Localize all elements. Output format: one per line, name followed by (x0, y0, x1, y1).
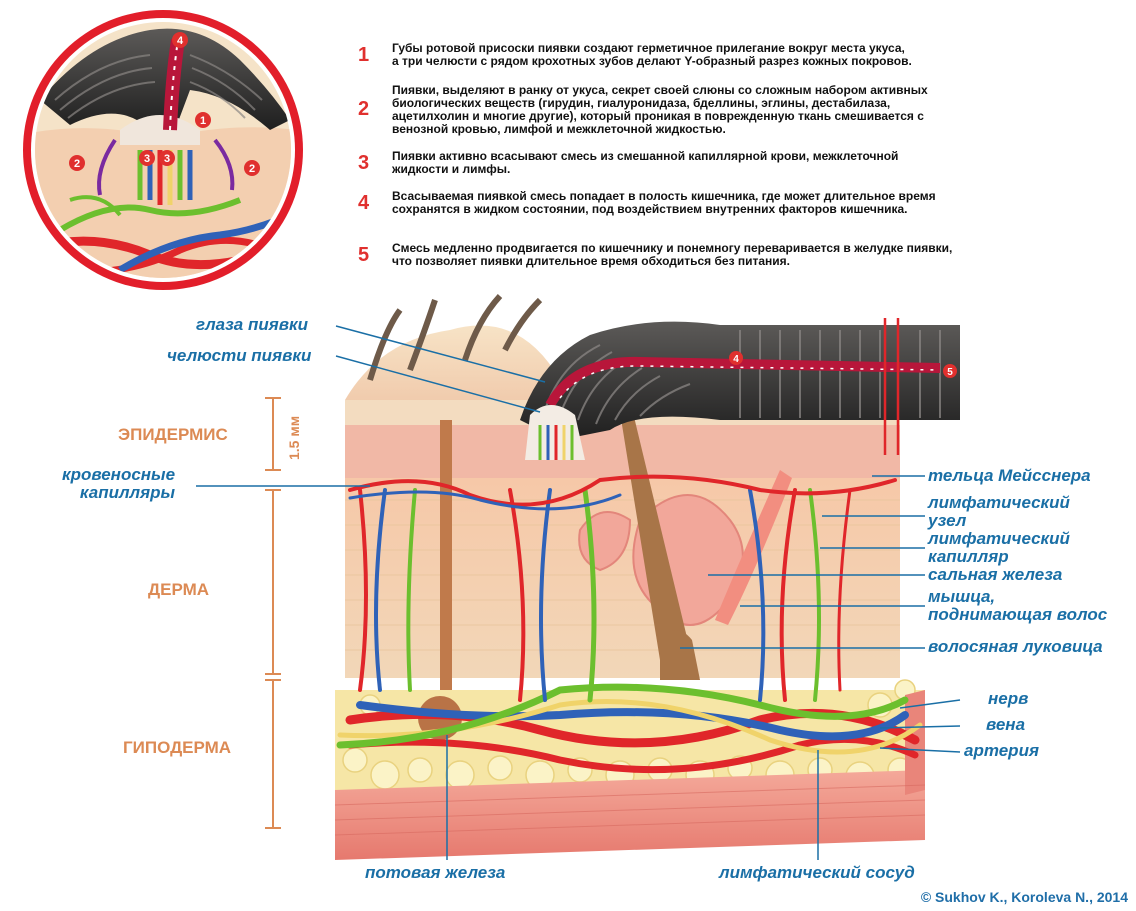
note-text: Смесь медленно продвигается по кишечнику… (392, 242, 1122, 268)
svg-text:1: 1 (200, 115, 206, 127)
label-vein: вена (986, 716, 1025, 734)
inset-marker-2b: 2 (244, 160, 260, 176)
layer-dermis: ДЕРМА (148, 580, 209, 600)
note-text: Пиявки, выделяют в ранку от укуса, секре… (392, 84, 1122, 136)
note-number: 3 (358, 152, 382, 175)
inset-marker-3b: 3 (159, 150, 175, 166)
note-text: Всасываемая пиявкой смесь попадает в пол… (392, 190, 1122, 216)
note-number: 1 (358, 44, 382, 67)
inset-magnifier: 1 2 2 3 3 4 (20, 10, 310, 290)
svg-text:4: 4 (733, 354, 739, 365)
label-hair-bulb: волосяная луковица (928, 638, 1103, 656)
inset-marker-4: 4 (172, 32, 188, 48)
layer-hypodermis: ГИПОДЕРМА (123, 738, 231, 758)
label-nerve: нерв (988, 690, 1028, 708)
inset-marker-2a: 2 (69, 155, 85, 171)
inset-marker-3a: 3 (139, 150, 155, 166)
label-lymph-vessel: лимфатический сосуд (719, 864, 915, 882)
label-sebaceous-gland: сальная железа (928, 566, 1062, 584)
label-sweat-gland: потовая железа (365, 864, 505, 882)
label-leech-eyes: глаза пиявки (196, 316, 308, 334)
label-artery: артерия (964, 742, 1039, 760)
label-meissner-corpuscles: тельца Мейсснера (928, 467, 1091, 485)
note-number: 2 (358, 98, 382, 121)
label-arrector-muscle: мышца, поднимающая волос (928, 588, 1107, 624)
svg-text:3: 3 (144, 153, 150, 165)
svg-text:2: 2 (249, 163, 255, 175)
note-number: 5 (358, 244, 382, 267)
label-leech-jaws: челюсти пиявки (167, 347, 311, 365)
note-text: Пиявки активно всасывают смесь из смешан… (392, 150, 1122, 176)
main-marker-5: 5 (943, 364, 957, 378)
label-blood-capillaries: кровеносные капилляры (62, 466, 175, 502)
svg-text:4: 4 (177, 35, 184, 47)
copyright: © Sukhov K., Koroleva N., 2014 (921, 889, 1128, 905)
layer-scale-bars (265, 398, 281, 828)
svg-text:2: 2 (74, 158, 80, 170)
scale-label: 1.5 мм (286, 416, 302, 460)
svg-text:3: 3 (164, 153, 170, 165)
note-text: Губы ротовой присоски пиявки создают гер… (392, 42, 1122, 68)
layer-epidermis: ЭПИДЕРМИС (118, 425, 228, 445)
note-number: 4 (358, 192, 382, 215)
inset-marker-1: 1 (195, 112, 211, 128)
main-marker-4: 4 (729, 351, 743, 365)
svg-text:5: 5 (947, 367, 953, 378)
label-lymph-capillary: лимфатический капилляр (928, 530, 1070, 566)
label-lymph-node: лимфатический узел (928, 494, 1070, 530)
